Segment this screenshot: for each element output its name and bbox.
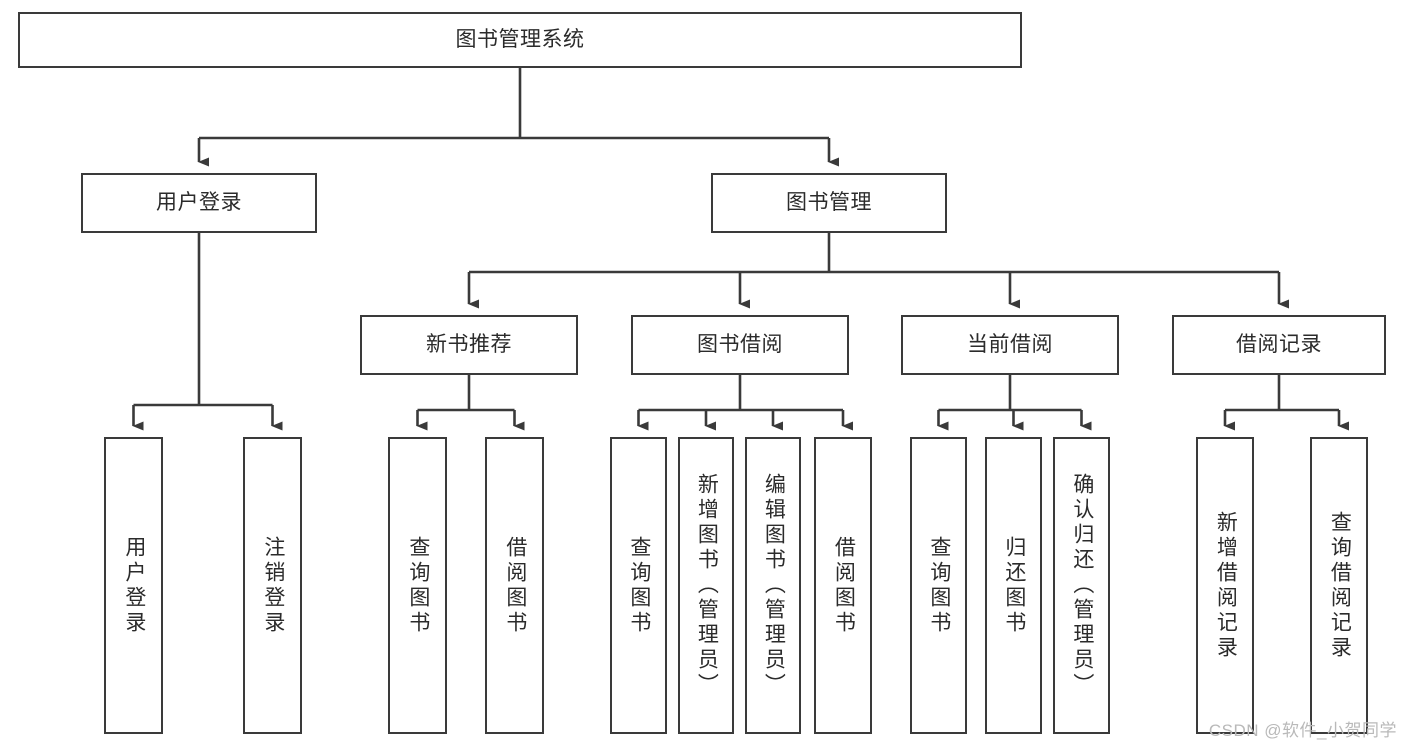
node-label-leaf-return-book: 归还图书 [1002,535,1026,636]
node-label-book-borrow: 图书借阅 [697,332,783,356]
node-label-leaf-borrow-book-1: 借阅图书 [503,535,527,636]
node-label-leaf-user-login: 用户登录 [122,535,146,636]
node-borrow-record[interactable]: 借阅记录 [1172,315,1386,375]
node-label-leaf-query-record: 查询借阅记录 [1328,510,1352,661]
node-leaf-query-book-2[interactable]: 查询图书 [610,437,667,734]
node-leaf-edit-book[interactable]: 编辑图书（管理员） [745,437,801,734]
node-label-book-manage: 图书管理 [786,190,872,214]
node-leaf-query-book-1[interactable]: 查询图书 [388,437,447,734]
node-label-leaf-confirm-return: 确认归还（管理员） [1070,473,1094,698]
node-current-borrow[interactable]: 当前借阅 [901,315,1119,375]
node-user-login[interactable]: 用户登录 [81,173,317,233]
node-leaf-user-login[interactable]: 用户登录 [104,437,163,734]
node-leaf-borrow-book-1[interactable]: 借阅图书 [485,437,544,734]
node-label-new-book-recommend: 新书推荐 [426,332,512,356]
node-label-leaf-borrow-book-2: 借阅图书 [832,535,856,636]
node-label-leaf-add-record: 新增借阅记录 [1214,510,1238,661]
node-leaf-confirm-return[interactable]: 确认归还（管理员） [1053,437,1110,734]
node-label-leaf-query-book-2: 查询图书 [627,535,651,636]
node-label-leaf-edit-book: 编辑图书（管理员） [762,473,786,698]
node-label-leaf-logout: 注销登录 [261,535,285,636]
node-book-borrow[interactable]: 图书借阅 [631,315,849,375]
node-label-user-login: 用户登录 [156,190,242,214]
node-label-current-borrow: 当前借阅 [967,332,1053,356]
node-book-manage[interactable]: 图书管理 [711,173,947,233]
node-new-book-recommend[interactable]: 新书推荐 [360,315,578,375]
node-leaf-add-book[interactable]: 新增图书（管理员） [678,437,734,734]
node-leaf-query-book-3[interactable]: 查询图书 [910,437,967,734]
node-root[interactable]: 图书管理系统 [18,12,1022,68]
node-label-leaf-query-book-3: 查询图书 [927,535,951,636]
node-leaf-add-record[interactable]: 新增借阅记录 [1196,437,1254,734]
node-label-leaf-query-book-1: 查询图书 [406,535,430,636]
watermark-text: CSDN @软件_小贺同学 [1208,721,1397,740]
node-leaf-logout[interactable]: 注销登录 [243,437,302,734]
node-leaf-borrow-book-2[interactable]: 借阅图书 [814,437,872,734]
node-label-leaf-add-book: 新增图书（管理员） [695,473,719,698]
node-leaf-query-record[interactable]: 查询借阅记录 [1310,437,1368,734]
node-label-borrow-record: 借阅记录 [1236,332,1322,356]
node-leaf-return-book[interactable]: 归还图书 [985,437,1042,734]
node-label-root: 图书管理系统 [455,27,585,51]
